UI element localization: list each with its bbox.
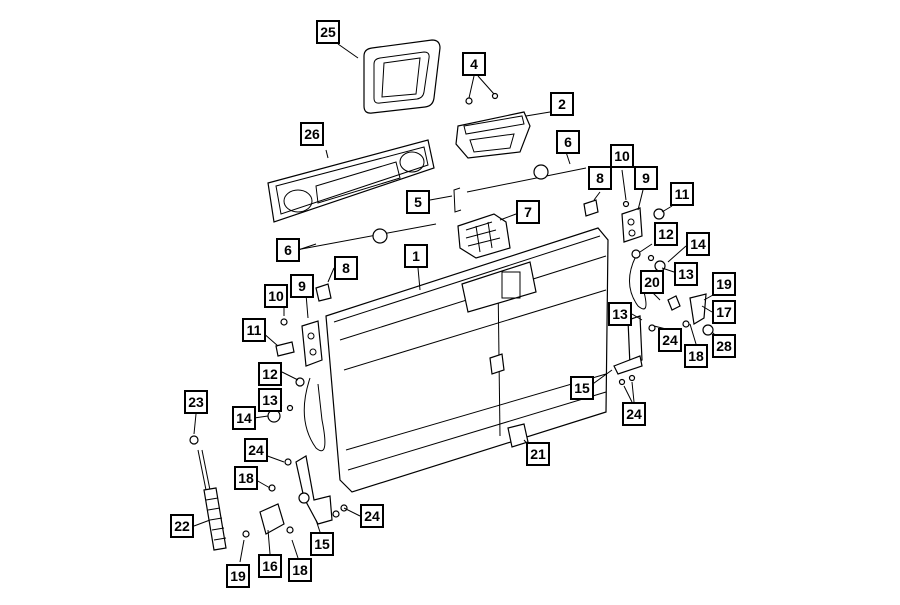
part-21-lock — [507, 423, 529, 448]
part-7-latch-module — [457, 213, 511, 259]
callout-24-left-lower: 24 — [360, 504, 384, 528]
callout-14-right: 14 — [686, 232, 710, 256]
part-1-tailgate-shell — [325, 227, 609, 493]
part-right-latch-hardware — [613, 254, 714, 386]
callout-19-right: 19 — [712, 272, 736, 296]
callout-17: 17 — [712, 300, 736, 324]
part-8-clip-left — [315, 283, 332, 302]
part-5-rod-clip — [453, 187, 462, 213]
part-2-handle — [455, 92, 531, 159]
callout-4: 4 — [462, 52, 486, 76]
callout-20: 20 — [640, 270, 664, 294]
part-26-upper-trim-panel — [267, 139, 435, 223]
part-9-hinge-left — [275, 318, 323, 367]
callout-12-right: 12 — [654, 222, 678, 246]
callout-12-left: 12 — [258, 362, 282, 386]
part-9-hinge-right — [621, 200, 665, 243]
callout-6-lower: 6 — [276, 238, 300, 262]
callout-15-right: 15 — [570, 376, 594, 400]
callout-15-left: 15 — [310, 532, 334, 556]
part-8-clip-right — [583, 199, 599, 217]
callout-2: 2 — [550, 92, 574, 116]
callout-16: 16 — [258, 554, 282, 578]
callout-8-left: 8 — [334, 256, 358, 280]
callout-13-right-lower: 13 — [608, 302, 632, 326]
callout-25: 25 — [316, 20, 340, 44]
callout-23: 23 — [184, 390, 208, 414]
callout-11-right: 11 — [670, 182, 694, 206]
callout-8-right: 8 — [588, 166, 612, 190]
callout-24-right-lower: 24 — [622, 402, 646, 426]
callout-26: 26 — [300, 122, 324, 146]
callout-13-right-upper: 13 — [674, 262, 698, 286]
part-12-cables — [295, 249, 647, 452]
callout-21: 21 — [526, 442, 550, 466]
callout-6-upper: 6 — [556, 130, 580, 154]
callout-18-left-lower: 18 — [288, 558, 312, 582]
part-22-support-strut — [189, 435, 227, 551]
callout-7: 7 — [516, 200, 540, 224]
callout-19-left: 19 — [226, 564, 250, 588]
callout-1: 1 — [404, 244, 428, 268]
callout-22: 22 — [170, 514, 194, 538]
callout-13-left: 13 — [258, 388, 282, 412]
callout-14-left: 14 — [232, 406, 256, 430]
callout-10-left: 10 — [264, 284, 288, 308]
callout-11-left: 11 — [242, 318, 266, 342]
part-6-rods — [295, 164, 587, 251]
callout-18-right: 18 — [684, 344, 708, 368]
callout-9-left: 9 — [290, 274, 314, 298]
part-25-access-cover — [363, 39, 441, 114]
callout-10-right: 10 — [610, 144, 634, 168]
callout-28: 28 — [712, 334, 736, 358]
callout-5: 5 — [406, 190, 430, 214]
callout-24-right-upper: 24 — [658, 328, 682, 352]
callout-24-left-upper: 24 — [244, 438, 268, 462]
callout-9-right: 9 — [634, 166, 658, 190]
part-left-lower-hardware — [242, 404, 348, 538]
callout-18-left-upper: 18 — [234, 466, 258, 490]
